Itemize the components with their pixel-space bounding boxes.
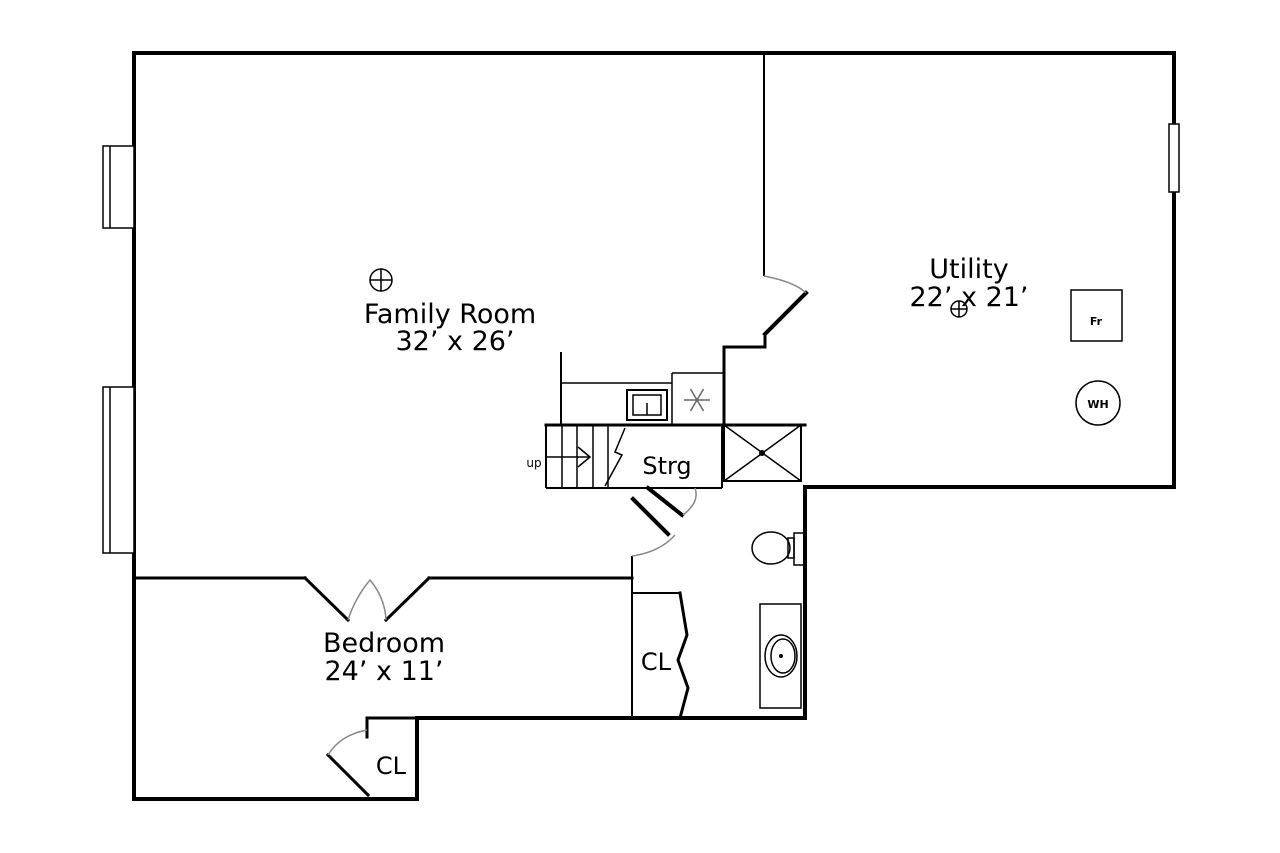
chase xyxy=(723,424,802,482)
stairs xyxy=(546,425,626,488)
snowflake-icon xyxy=(684,388,710,412)
window-left-top xyxy=(102,145,135,229)
furnace-label: Fr xyxy=(1090,315,1103,328)
utility-size: 22’ x 21’ xyxy=(909,282,1028,313)
window-right xyxy=(1168,123,1180,193)
closet-bedroom-label: CL xyxy=(376,752,407,780)
sink-icon xyxy=(764,634,798,678)
water-heater-label: WH xyxy=(1087,398,1108,411)
appliances-top xyxy=(626,388,710,421)
bathroom-fixtures xyxy=(751,531,805,709)
stairs-up-label: up xyxy=(526,456,541,470)
window-left-bottom xyxy=(102,386,135,554)
windows xyxy=(102,123,1180,554)
interior-walls xyxy=(132,53,809,798)
ceiling-lights xyxy=(369,268,968,318)
family-room-size: 32’ x 26’ xyxy=(395,326,514,357)
door-swings xyxy=(327,275,807,756)
bedroom-size: 24’ x 11’ xyxy=(324,656,443,687)
bedroom-name: Bedroom xyxy=(323,628,445,659)
closet-bath-label: CL xyxy=(641,648,672,676)
utility-name: Utility xyxy=(929,254,1008,285)
ceiling-light-icon xyxy=(950,300,968,318)
furnace: Fr xyxy=(1070,289,1123,342)
exterior-walls xyxy=(132,51,1176,801)
vanity xyxy=(759,603,802,709)
family-room-name: Family Room xyxy=(364,299,536,330)
storage-label: Strg xyxy=(642,452,691,480)
laundry-sink xyxy=(626,389,668,421)
toilet-icon xyxy=(751,531,805,566)
room-labels: Family Room 32’ x 26’ Utility 22’ x 21’ … xyxy=(323,254,1029,780)
ceiling-light-icon xyxy=(369,268,393,292)
water-heater: WH xyxy=(1075,380,1121,426)
